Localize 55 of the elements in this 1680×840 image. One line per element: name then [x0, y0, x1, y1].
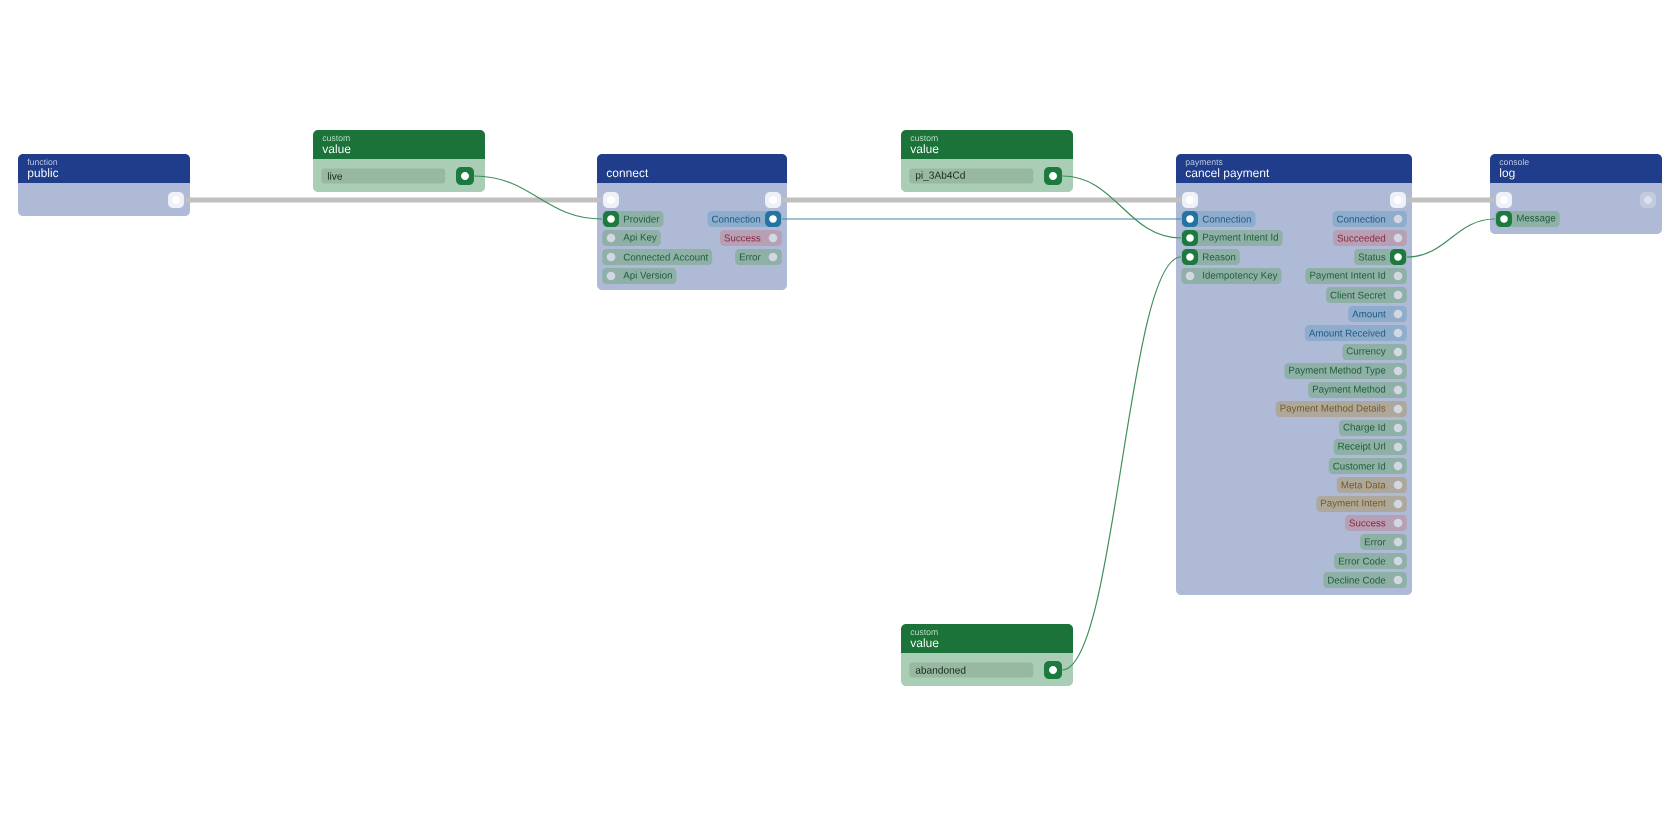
connection-curve	[473, 175, 603, 220]
connection-curve	[1061, 175, 1182, 239]
node-title: cancel payment	[1185, 168, 1270, 180]
port-pill: Idempotency Key	[1181, 268, 1282, 284]
port-pill: Meta Data	[1336, 477, 1407, 493]
connection-curve	[781, 218, 1182, 220]
node-title: connect	[606, 169, 649, 178]
port-pill: Amount Received	[1304, 325, 1407, 341]
node-title: value	[910, 638, 939, 648]
connection-curve	[1406, 218, 1496, 258]
output-port	[1044, 167, 1062, 185]
category-label: custom	[910, 135, 938, 142]
category-label: function	[27, 158, 58, 166]
output-port	[1044, 661, 1062, 679]
node-title: log	[1500, 168, 1515, 180]
port-pill: Currency	[1342, 344, 1407, 360]
port-pill: Succeeded	[1333, 230, 1407, 246]
output-port	[456, 167, 474, 185]
port-pill: Api Key	[602, 230, 661, 246]
flow-port	[603, 192, 619, 208]
flow-line	[781, 197, 1182, 203]
port-pill: Amount	[1348, 306, 1407, 322]
category-label: payments	[1185, 159, 1223, 167]
port-pill: Decline Code	[1323, 572, 1407, 588]
port-pill: Payment Intent	[1316, 496, 1407, 512]
node-title: public	[28, 168, 59, 180]
port-pill: Success	[1344, 515, 1407, 531]
flow-line	[184, 197, 603, 203]
port-pill: Success	[719, 230, 782, 246]
port-pill: Connected Account	[602, 249, 713, 265]
category-label: console	[1499, 158, 1529, 166]
flow-port	[1640, 192, 1656, 208]
port-pill: Payment Method	[1308, 382, 1407, 398]
port-pill: Error	[1360, 534, 1407, 550]
port-pill: Payment Method Details	[1275, 401, 1407, 417]
port-pill: Charge Id	[1339, 420, 1407, 436]
category-label: custom	[322, 135, 350, 142]
port-pill: Payment Intent Id	[1305, 268, 1407, 284]
port-pill: Connection	[1332, 211, 1407, 227]
port-pill: Payment Method Type	[1284, 363, 1407, 379]
port-pill: Api Version	[602, 268, 677, 284]
flow-port	[1390, 192, 1406, 208]
port-pill: Customer Id	[1328, 458, 1407, 474]
port-pill: Error	[735, 249, 782, 265]
flow-port	[765, 192, 781, 208]
node-title: value	[322, 144, 351, 154]
flow-port	[168, 192, 184, 208]
category-label: custom	[910, 629, 938, 636]
port-pill: Client Secret	[1326, 287, 1407, 303]
flow-port	[1182, 192, 1198, 208]
port-pill: Error Code	[1334, 553, 1407, 569]
node-title: value	[910, 144, 939, 154]
port-pill: Receipt Url	[1333, 439, 1407, 455]
flow-port	[1496, 192, 1512, 208]
flow-line	[1406, 197, 1496, 203]
